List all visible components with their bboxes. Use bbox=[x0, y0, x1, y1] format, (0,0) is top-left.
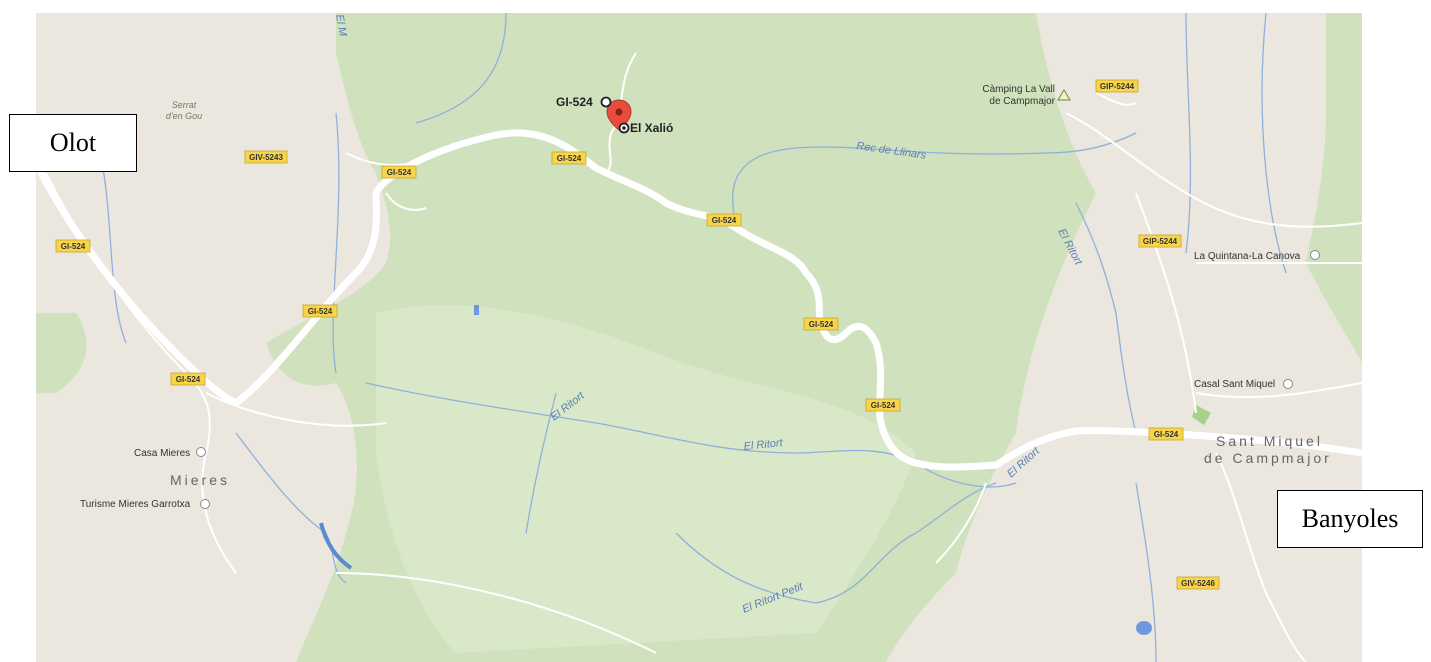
pond bbox=[1136, 621, 1152, 635]
shield-gi-524-f: GI-524 bbox=[809, 320, 834, 329]
shield-gi-524-h: GI-524 bbox=[871, 401, 896, 410]
shield-gi-524-e: GI-524 bbox=[308, 307, 333, 316]
shield-gip-5244-b: GIP-5244 bbox=[1143, 237, 1178, 246]
label-casal-sant-miquel: Casal Sant Miquel bbox=[1194, 379, 1275, 390]
shield-gi-524-g: GI-524 bbox=[176, 375, 201, 384]
lodging-icon-quintana bbox=[1310, 250, 1320, 260]
lodging-icon-casal bbox=[1283, 379, 1293, 389]
shield-gi-524-d: GI-524 bbox=[61, 242, 86, 251]
park-area bbox=[1192, 405, 1211, 425]
reservoir bbox=[474, 305, 479, 315]
label-la-quintana: La Quintana-La Canova bbox=[1194, 251, 1301, 262]
poi-label-xalio[interactable]: El Xalió bbox=[630, 121, 673, 135]
label-mieres: Mieres bbox=[170, 472, 230, 488]
rivers bbox=[95, 13, 1287, 662]
callout-banyoles: Banyoles bbox=[1277, 490, 1423, 548]
road-gi-524 bbox=[36, 129, 1362, 471]
road-shields: GIV-5243 GI-524 GI-524 GI-524 GI-524 GI-… bbox=[55, 79, 1220, 590]
lodging-icon-casa-mieres bbox=[196, 447, 206, 457]
poi-label-gi524: GI-524 bbox=[556, 95, 593, 109]
shield-gi-524-c: GI-524 bbox=[712, 216, 737, 225]
shield-gi-524-b: GI-524 bbox=[557, 154, 582, 163]
label-el-m: El M bbox=[333, 13, 349, 38]
shield-gip-5244-a: GIP-5244 bbox=[1100, 82, 1135, 91]
shield-gi-524-i: GI-524 bbox=[1154, 430, 1179, 439]
lodging-icon-turisme bbox=[200, 499, 210, 509]
camping-icon bbox=[1057, 89, 1071, 101]
label-camping-2: de Campmajor bbox=[989, 96, 1055, 107]
label-sant-miquel-2: de Campmajor bbox=[1204, 450, 1332, 466]
label-el-ritort-middle: El Ritort bbox=[743, 437, 784, 453]
shield-giv-5243: GIV-5243 bbox=[249, 153, 283, 162]
label-turisme-mieres: Turisme Mieres Garrotxa bbox=[80, 499, 191, 510]
poi-dot-gi524 bbox=[600, 96, 612, 108]
map-canvas[interactable]: GI-524 El Xalió GIV-5243 GI-524 GI-524 G… bbox=[36, 13, 1362, 662]
shield-giv-5246: GIV-5246 bbox=[1181, 579, 1215, 588]
label-sant-miquel-1: Sant Miquel bbox=[1216, 433, 1323, 449]
shield-gi-524-a: GI-524 bbox=[387, 168, 412, 177]
stream-blue bbox=[319, 522, 353, 570]
callout-olot: Olot bbox=[9, 114, 137, 172]
poi-dot-xalio bbox=[618, 122, 630, 134]
label-serrat-2: d'en Gou bbox=[166, 111, 202, 121]
label-casa-mieres: Casa Mieres bbox=[134, 448, 190, 459]
label-camping-1: Càmping La Vall bbox=[982, 84, 1055, 95]
label-serrat-1: Serrat bbox=[172, 100, 197, 110]
minor-roads bbox=[45, 52, 1362, 662]
forest-light bbox=[376, 305, 916, 653]
